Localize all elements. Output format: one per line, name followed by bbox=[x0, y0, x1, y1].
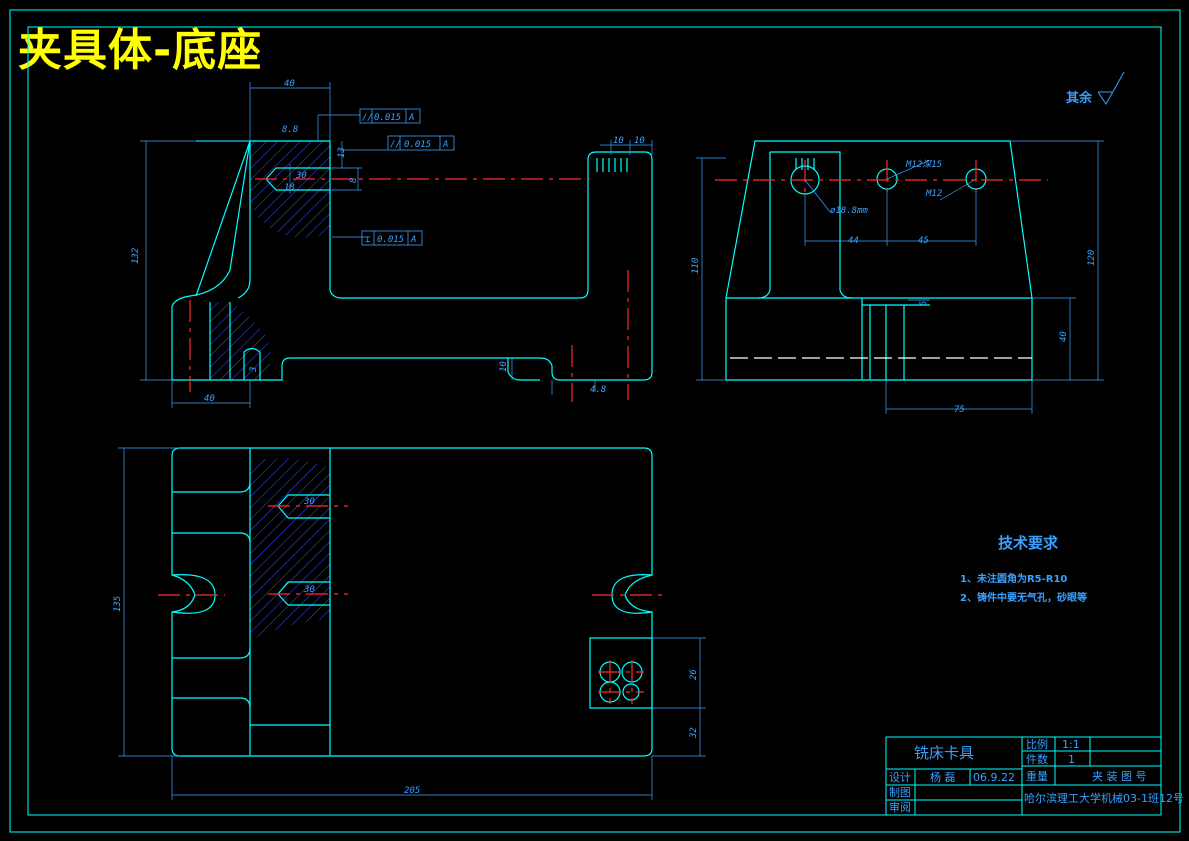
dim-hole-dia: 18 bbox=[284, 183, 295, 193]
tolerance-frames bbox=[359, 108, 455, 246]
title-block bbox=[885, 736, 1162, 816]
tb-review-label: 审阅 bbox=[889, 800, 911, 814]
tol-2-value: 0.015 bbox=[404, 140, 431, 150]
dim-right-a: 10 bbox=[613, 136, 624, 146]
dim-side-base-h: 40 bbox=[1059, 331, 1069, 342]
tol-3-symbol: ⊥ bbox=[365, 235, 371, 245]
front-view bbox=[171, 140, 653, 381]
surface-finish-note: 其余 bbox=[1066, 90, 1093, 106]
tb-school: 哈尔滨理工大学机械03-1班12号 bbox=[1024, 791, 1184, 805]
dim-side-spacing-b: 45 bbox=[918, 236, 929, 246]
tb-name: 铣床卡具 bbox=[914, 744, 974, 762]
dim-side-small: 5 bbox=[919, 301, 929, 306]
dim-top-width: 135 bbox=[113, 596, 123, 612]
dim-slot-h: 10 bbox=[499, 361, 509, 372]
dim-c2: 8 bbox=[349, 178, 359, 183]
tech-req-item-2: 2、铸件中要无气孔，砂眼等 bbox=[960, 591, 1087, 604]
tb-designer: 杨 磊 bbox=[930, 770, 956, 784]
side-view bbox=[725, 140, 1033, 381]
tb-qty-label: 件数 bbox=[1026, 753, 1048, 766]
tb-date: 06.9.22 bbox=[973, 771, 1015, 784]
top-hatch bbox=[250, 458, 330, 640]
tol-3-value: 0.015 bbox=[377, 235, 404, 245]
tb-weight-label: 重量 bbox=[1026, 769, 1048, 783]
tol-1-datum: A bbox=[408, 113, 414, 123]
outer-frame bbox=[9, 9, 1181, 833]
dim-top-sq-a: 26 bbox=[689, 669, 699, 680]
side-dims bbox=[696, 140, 1104, 414]
dim-bottom-left: 40 bbox=[204, 394, 215, 404]
hatch-section-left bbox=[210, 302, 271, 380]
dim-c1: 3 bbox=[249, 367, 259, 373]
dim-top-length: 205 bbox=[404, 786, 420, 796]
dim-top-sq-b: 32 bbox=[689, 727, 699, 739]
tol-1-value: 0.015 bbox=[374, 113, 401, 123]
front-outline bbox=[171, 140, 653, 381]
dim-height: 132 bbox=[131, 248, 141, 264]
tol-3-datum: A bbox=[410, 235, 416, 245]
inner-frame bbox=[27, 26, 1162, 816]
dim-hole-dia-side: ø18.8mm bbox=[830, 206, 869, 216]
dim-hole-depth: 30 bbox=[295, 171, 307, 181]
tb-draw-label: 制图 bbox=[889, 786, 911, 799]
side-centerlines bbox=[715, 160, 1048, 198]
dim-thread-b: M12 bbox=[925, 189, 942, 199]
tb-drawing-no: 夹 装 图 号 bbox=[1092, 770, 1147, 783]
dim-side-base-w: 75 bbox=[954, 405, 965, 415]
dim-right-b: 10 bbox=[634, 136, 645, 146]
tech-req-item-1: 1、未注圆角为R5-R10 bbox=[960, 572, 1067, 585]
tol-2-symbol: // bbox=[390, 140, 401, 150]
dim-left-small: 8.8 bbox=[282, 125, 298, 135]
drawing-title: 夹具体-底座 bbox=[18, 25, 263, 76]
dim-side-height-total: 120 bbox=[1087, 250, 1097, 266]
tech-req-heading: 技术要求 bbox=[998, 534, 1059, 552]
dim-right-bottom: 4.8 bbox=[590, 385, 606, 395]
front-dims bbox=[140, 82, 653, 408]
dim-vertical-small: 13 bbox=[337, 147, 347, 158]
dim-top-width: 40 bbox=[284, 79, 295, 89]
dim-top-hole-b: 30 bbox=[303, 585, 315, 595]
tb-design-label: 设计 bbox=[889, 771, 911, 784]
tol-2-datum: A bbox=[442, 140, 448, 150]
dim-side-height-left: 110 bbox=[691, 258, 701, 274]
top-centerlines bbox=[158, 505, 668, 704]
top-view bbox=[171, 447, 653, 757]
dim-top-hole-a: 30 bbox=[303, 497, 315, 507]
top-dims bbox=[118, 447, 706, 800]
dim-thread-a: M12深15 bbox=[905, 159, 942, 170]
top-outline bbox=[171, 447, 653, 757]
tb-qty-value: 1 bbox=[1068, 753, 1075, 766]
tol-1-symbol: // bbox=[362, 113, 373, 123]
tb-scale-label: 比例 bbox=[1026, 737, 1048, 751]
dim-side-spacing-a: 44 bbox=[848, 236, 859, 246]
front-centerlines bbox=[189, 178, 629, 402]
roughness-symbol: 其余 bbox=[1066, 71, 1125, 106]
tb-scale-value: 1:1 bbox=[1062, 738, 1080, 751]
